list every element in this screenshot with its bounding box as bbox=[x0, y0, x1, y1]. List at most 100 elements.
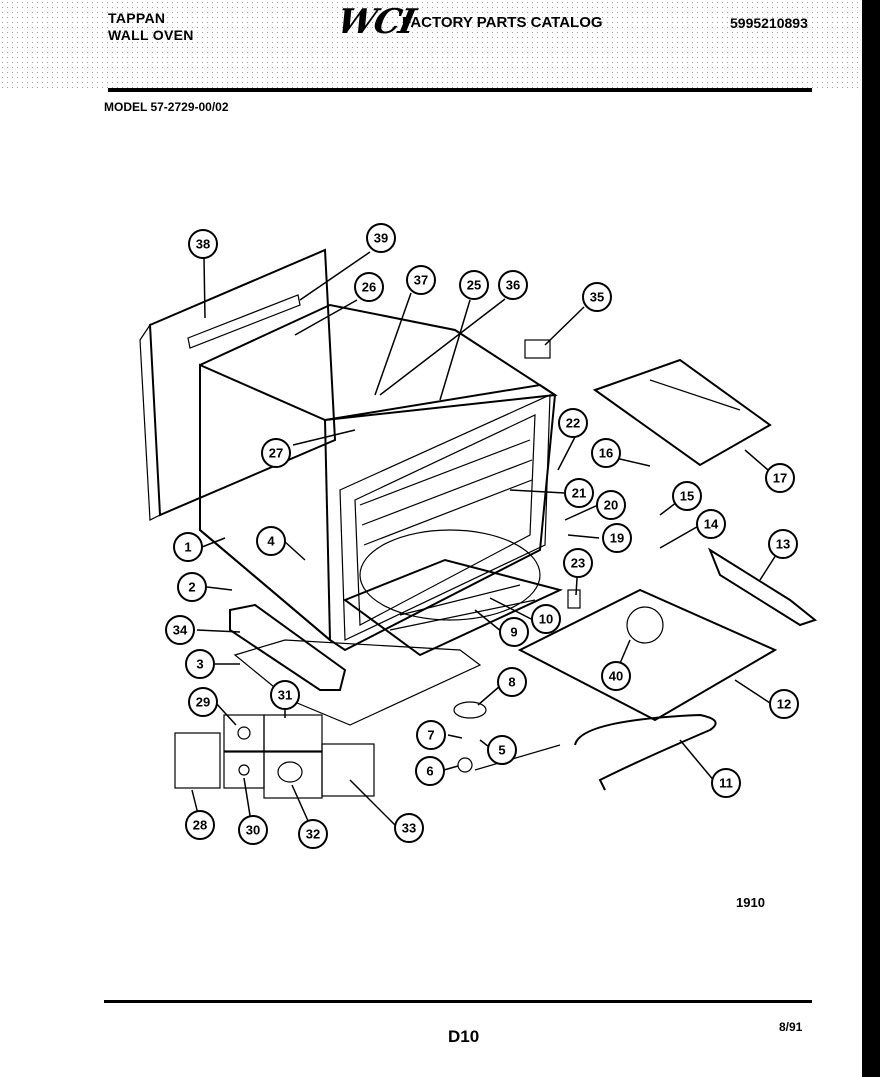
svg-text:12: 12 bbox=[777, 697, 791, 712]
svg-text:39: 39 bbox=[374, 231, 388, 246]
svg-text:38: 38 bbox=[196, 237, 210, 252]
callout-37: 37 bbox=[406, 265, 436, 295]
svg-text:16: 16 bbox=[599, 446, 613, 461]
callout-7: 7 bbox=[416, 720, 446, 750]
callout-11: 11 bbox=[711, 768, 741, 798]
svg-text:7: 7 bbox=[427, 728, 434, 743]
svg-text:9: 9 bbox=[510, 625, 517, 640]
callout-19: 19 bbox=[602, 523, 632, 553]
svg-text:40: 40 bbox=[609, 669, 623, 684]
svg-text:22: 22 bbox=[566, 416, 580, 431]
svg-text:6: 6 bbox=[426, 764, 433, 779]
svg-text:17: 17 bbox=[773, 471, 787, 486]
callout-15: 15 bbox=[672, 481, 702, 511]
callout-9: 9 bbox=[499, 617, 529, 647]
callout-25: 25 bbox=[459, 270, 489, 300]
callout-35: 35 bbox=[582, 282, 612, 312]
callout-14: 14 bbox=[696, 509, 726, 539]
svg-text:8: 8 bbox=[508, 675, 515, 690]
svg-text:15: 15 bbox=[680, 489, 694, 504]
callout-12: 12 bbox=[769, 689, 799, 719]
svg-text:21: 21 bbox=[572, 486, 586, 501]
svg-text:19: 19 bbox=[610, 531, 624, 546]
callout-10: 10 bbox=[531, 604, 561, 634]
svg-text:29: 29 bbox=[196, 695, 210, 710]
svg-text:33: 33 bbox=[402, 821, 416, 836]
callout-8: 8 bbox=[497, 667, 527, 697]
callout-17: 17 bbox=[765, 463, 795, 493]
callout-23: 23 bbox=[563, 548, 593, 578]
callout-30: 30 bbox=[238, 815, 268, 845]
model-label: MODEL 57-2729-00/02 bbox=[104, 100, 229, 114]
callout-3: 3 bbox=[185, 649, 215, 679]
small-parts-boxes bbox=[174, 714, 375, 799]
product-type: WALL OVEN bbox=[108, 27, 194, 43]
svg-text:34: 34 bbox=[173, 623, 188, 638]
callout-1: 1 bbox=[173, 532, 203, 562]
callout-6: 6 bbox=[415, 756, 445, 786]
bake-element-part bbox=[574, 713, 717, 791]
callout-20: 20 bbox=[596, 490, 626, 520]
callout-36: 36 bbox=[498, 270, 528, 300]
header-rule bbox=[108, 88, 812, 92]
hardware-parts bbox=[453, 339, 581, 773]
callout-33: 33 bbox=[394, 813, 424, 843]
callout-32: 32 bbox=[298, 819, 328, 849]
svg-text:20: 20 bbox=[604, 498, 618, 513]
scan-edge bbox=[862, 0, 880, 1077]
svg-text:31: 31 bbox=[278, 688, 292, 703]
revision-date: 8/91 bbox=[779, 1020, 803, 1034]
element-cover-part bbox=[517, 588, 778, 722]
svg-text:25: 25 bbox=[467, 278, 481, 293]
svg-text:35: 35 bbox=[590, 290, 604, 305]
svg-text:3: 3 bbox=[196, 657, 203, 672]
oven-bottom-part bbox=[342, 529, 563, 657]
callout-16: 16 bbox=[591, 438, 621, 468]
back-panel-part bbox=[139, 248, 337, 521]
svg-text:14: 14 bbox=[704, 517, 719, 532]
svg-text:10: 10 bbox=[539, 612, 553, 627]
svg-text:11: 11 bbox=[719, 776, 733, 791]
figure-number: 1910 bbox=[736, 895, 765, 910]
svg-text:5: 5 bbox=[498, 743, 505, 758]
svg-text:2: 2 bbox=[188, 580, 195, 595]
brand-block: TAPPAN WALL OVEN bbox=[108, 10, 194, 44]
svg-text:27: 27 bbox=[269, 446, 283, 461]
oven-body-part bbox=[199, 303, 558, 652]
svg-text:4: 4 bbox=[267, 534, 275, 549]
callout-21: 21 bbox=[564, 478, 594, 508]
callout-31: 31 bbox=[270, 680, 300, 710]
callout-38: 38 bbox=[188, 229, 218, 259]
svg-text:1: 1 bbox=[184, 540, 191, 555]
svg-text:23: 23 bbox=[571, 556, 585, 571]
control-panel-part bbox=[592, 358, 772, 467]
callout-27: 27 bbox=[261, 438, 291, 468]
brand-name: TAPPAN bbox=[108, 10, 166, 26]
base-pan-part bbox=[229, 603, 482, 726]
callout-13: 13 bbox=[768, 529, 798, 559]
callout-5: 5 bbox=[487, 735, 517, 765]
callout-26: 26 bbox=[354, 272, 384, 302]
svg-text:28: 28 bbox=[193, 818, 207, 833]
svg-text:26: 26 bbox=[362, 280, 376, 295]
callout-leaders bbox=[191, 251, 784, 833]
catalog-number: 5995210893 bbox=[730, 15, 808, 31]
callout-34: 34 bbox=[165, 615, 195, 645]
footer-rule bbox=[104, 1000, 812, 1003]
svg-text:13: 13 bbox=[776, 537, 790, 552]
scan-noise bbox=[0, 0, 862, 90]
svg-text:30: 30 bbox=[246, 823, 260, 838]
svg-text:36: 36 bbox=[506, 278, 520, 293]
catalog-title: FACTORY PARTS CATALOG bbox=[402, 14, 603, 31]
callout-39: 39 bbox=[366, 223, 396, 253]
callout-2: 2 bbox=[177, 572, 207, 602]
callout-28: 28 bbox=[185, 810, 215, 840]
broil-element-part bbox=[707, 547, 818, 627]
callout-29: 29 bbox=[188, 687, 218, 717]
callout-22: 22 bbox=[558, 408, 588, 438]
svg-text:37: 37 bbox=[414, 273, 428, 288]
svg-text:32: 32 bbox=[306, 827, 320, 842]
callout-4: 4 bbox=[256, 526, 286, 556]
page-code: D10 bbox=[448, 1027, 480, 1046]
